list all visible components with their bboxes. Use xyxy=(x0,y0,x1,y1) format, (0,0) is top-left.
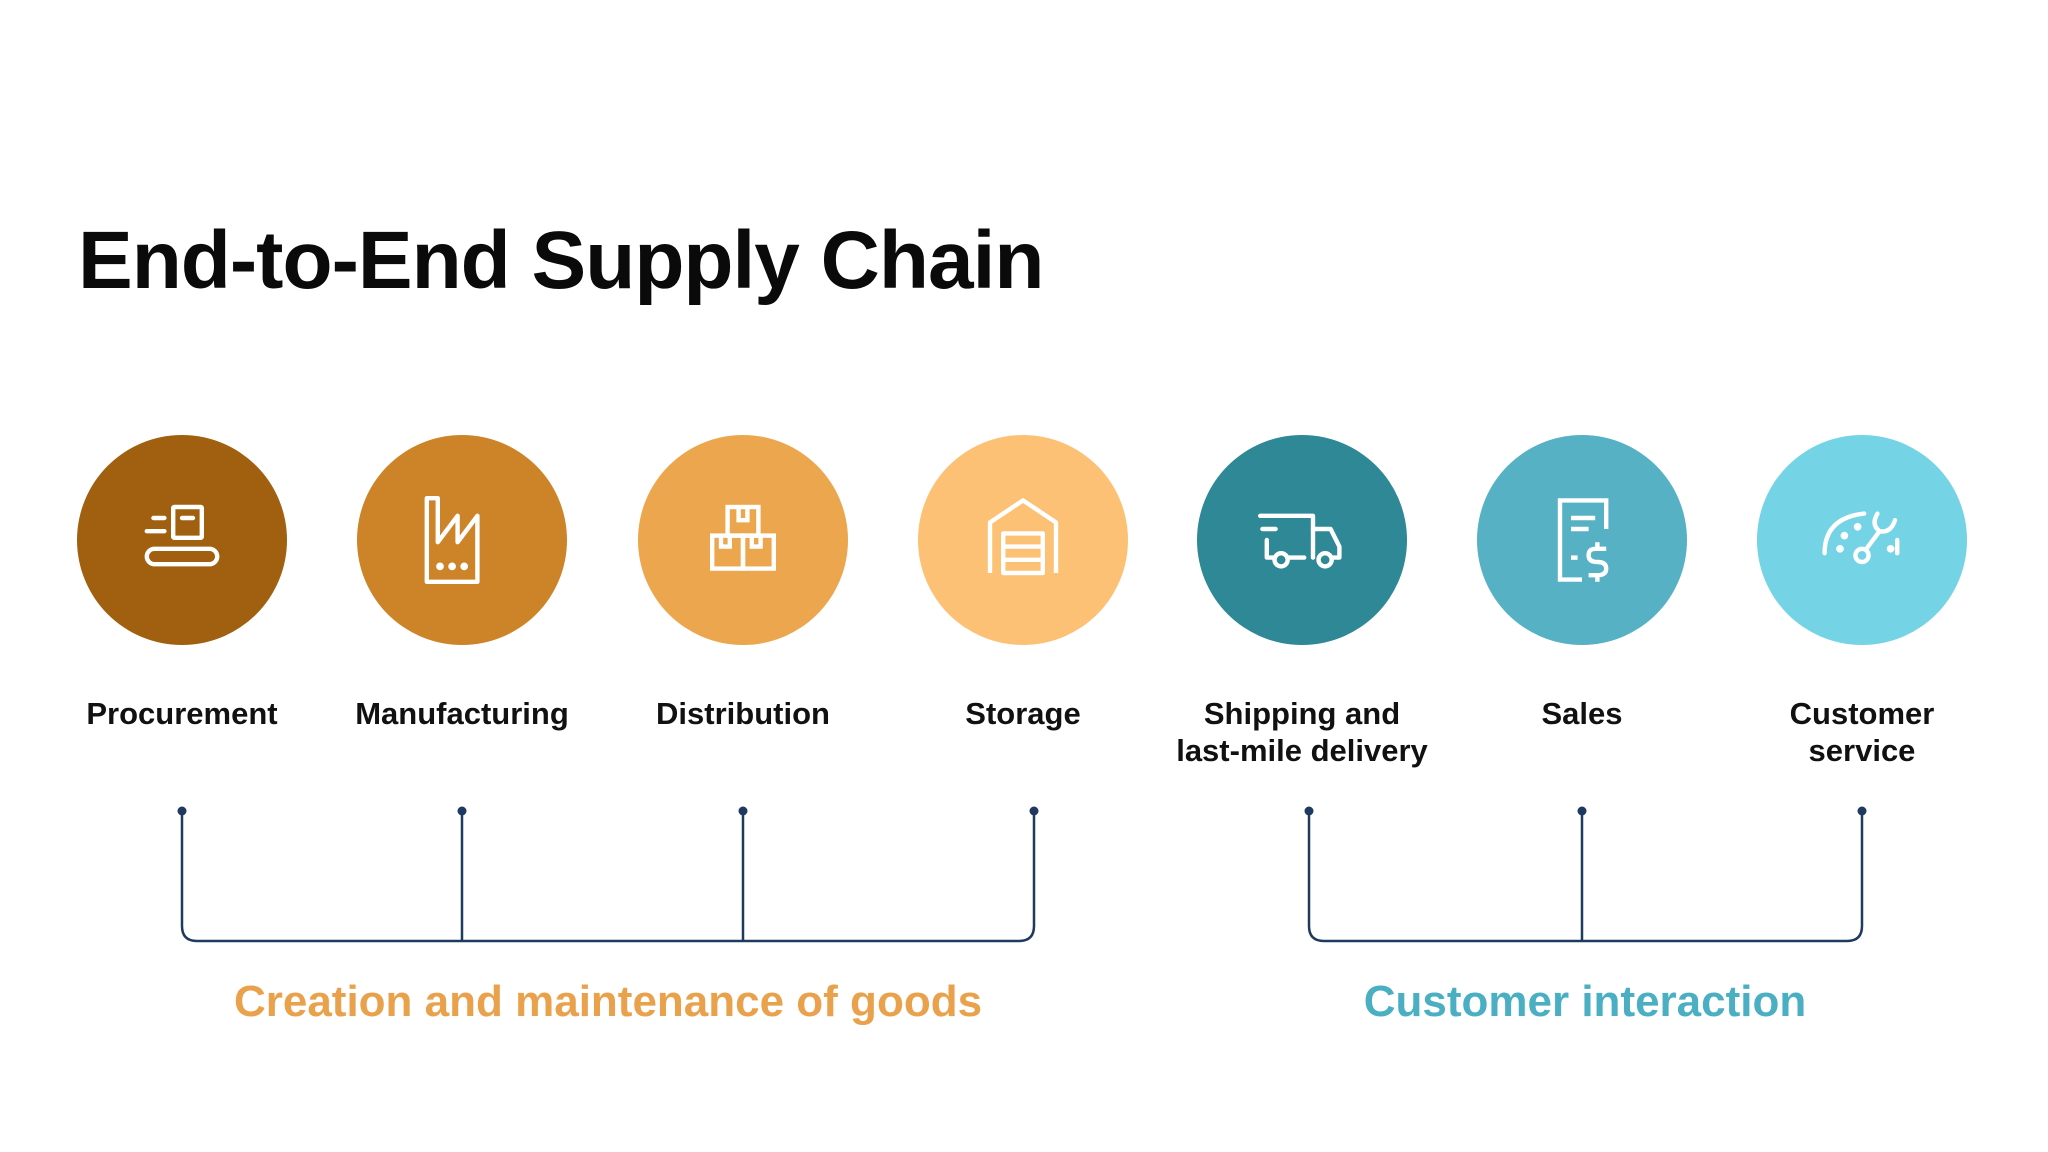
step-label: Distribution xyxy=(656,696,830,731)
step-circle xyxy=(1477,435,1687,645)
connector-dot xyxy=(1577,806,1587,816)
invoice-dollar-icon xyxy=(1557,498,1609,582)
connector-dot xyxy=(177,806,187,816)
step-label: Storage xyxy=(965,696,1081,731)
step-customer-service: Customer service xyxy=(1732,435,1992,769)
step-circle xyxy=(357,435,567,645)
step-storage: Storage xyxy=(893,435,1153,732)
step-manufacturing: Manufacturing xyxy=(332,435,592,732)
conveyor-box-icon xyxy=(144,504,220,567)
step-label: Customer service xyxy=(1789,696,1935,768)
warehouse-icon xyxy=(987,498,1059,576)
group-label-customer: Customer interaction xyxy=(1363,977,1807,1026)
step-label: Manufacturing xyxy=(355,696,569,731)
bracket-customer xyxy=(1304,806,1867,943)
connector-dot xyxy=(1029,806,1039,816)
group-label-creation: Creation and maintenance of goods xyxy=(233,977,983,1026)
stacked-boxes-icon xyxy=(710,504,776,571)
connector-dot xyxy=(457,806,467,816)
step-circle xyxy=(77,435,287,645)
step-circle xyxy=(1197,435,1407,645)
page-title: End-to-End Supply Chain xyxy=(78,215,1044,306)
connector-dot xyxy=(738,806,748,816)
bracket-creation xyxy=(177,806,1039,943)
step-procurement: Procurement xyxy=(52,435,312,732)
step-sales: Sales xyxy=(1452,435,1712,732)
step-shipping: Shipping and last-mile delivery xyxy=(1172,435,1432,769)
step-circle xyxy=(1757,435,1967,645)
step-label: Sales xyxy=(1541,696,1623,731)
truck-icon xyxy=(1258,513,1342,569)
factory-icon xyxy=(424,496,480,584)
step-circle xyxy=(638,435,848,645)
step-label: Shipping and last-mile delivery xyxy=(1176,696,1428,768)
step-distribution: Distribution xyxy=(613,435,873,732)
connector-dot xyxy=(1857,806,1867,816)
step-circle xyxy=(918,435,1128,645)
connector-dot xyxy=(1304,806,1314,816)
gauge-wrench-icon xyxy=(1822,511,1900,565)
step-label: Procurement xyxy=(86,696,278,731)
